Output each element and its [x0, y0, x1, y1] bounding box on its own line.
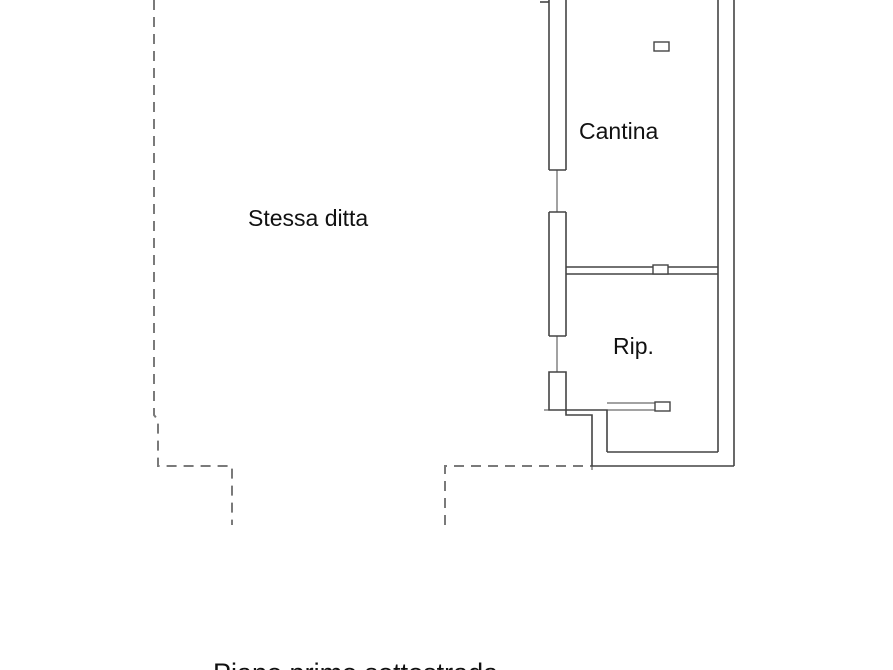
vent-cantina-icon	[653, 41, 670, 52]
unit-walls	[540, 0, 735, 470]
vent-entrance-icon	[654, 401, 671, 412]
label-cantina: Cantina	[579, 118, 658, 144]
label-ripostiglio: Rip.	[613, 333, 654, 359]
vent-symbols	[652, 41, 671, 412]
entrance-notch-wall	[548, 371, 608, 466]
boundary-left-line	[153, 0, 233, 525]
label-stessa-ditta: Stessa ditta	[248, 205, 368, 231]
floor-caption: Piano primo sottostrada	[213, 658, 499, 670]
vent-partition-icon	[652, 264, 669, 275]
boundary-right-line	[444, 465, 592, 525]
adjacent-property-boundary	[153, 0, 592, 525]
